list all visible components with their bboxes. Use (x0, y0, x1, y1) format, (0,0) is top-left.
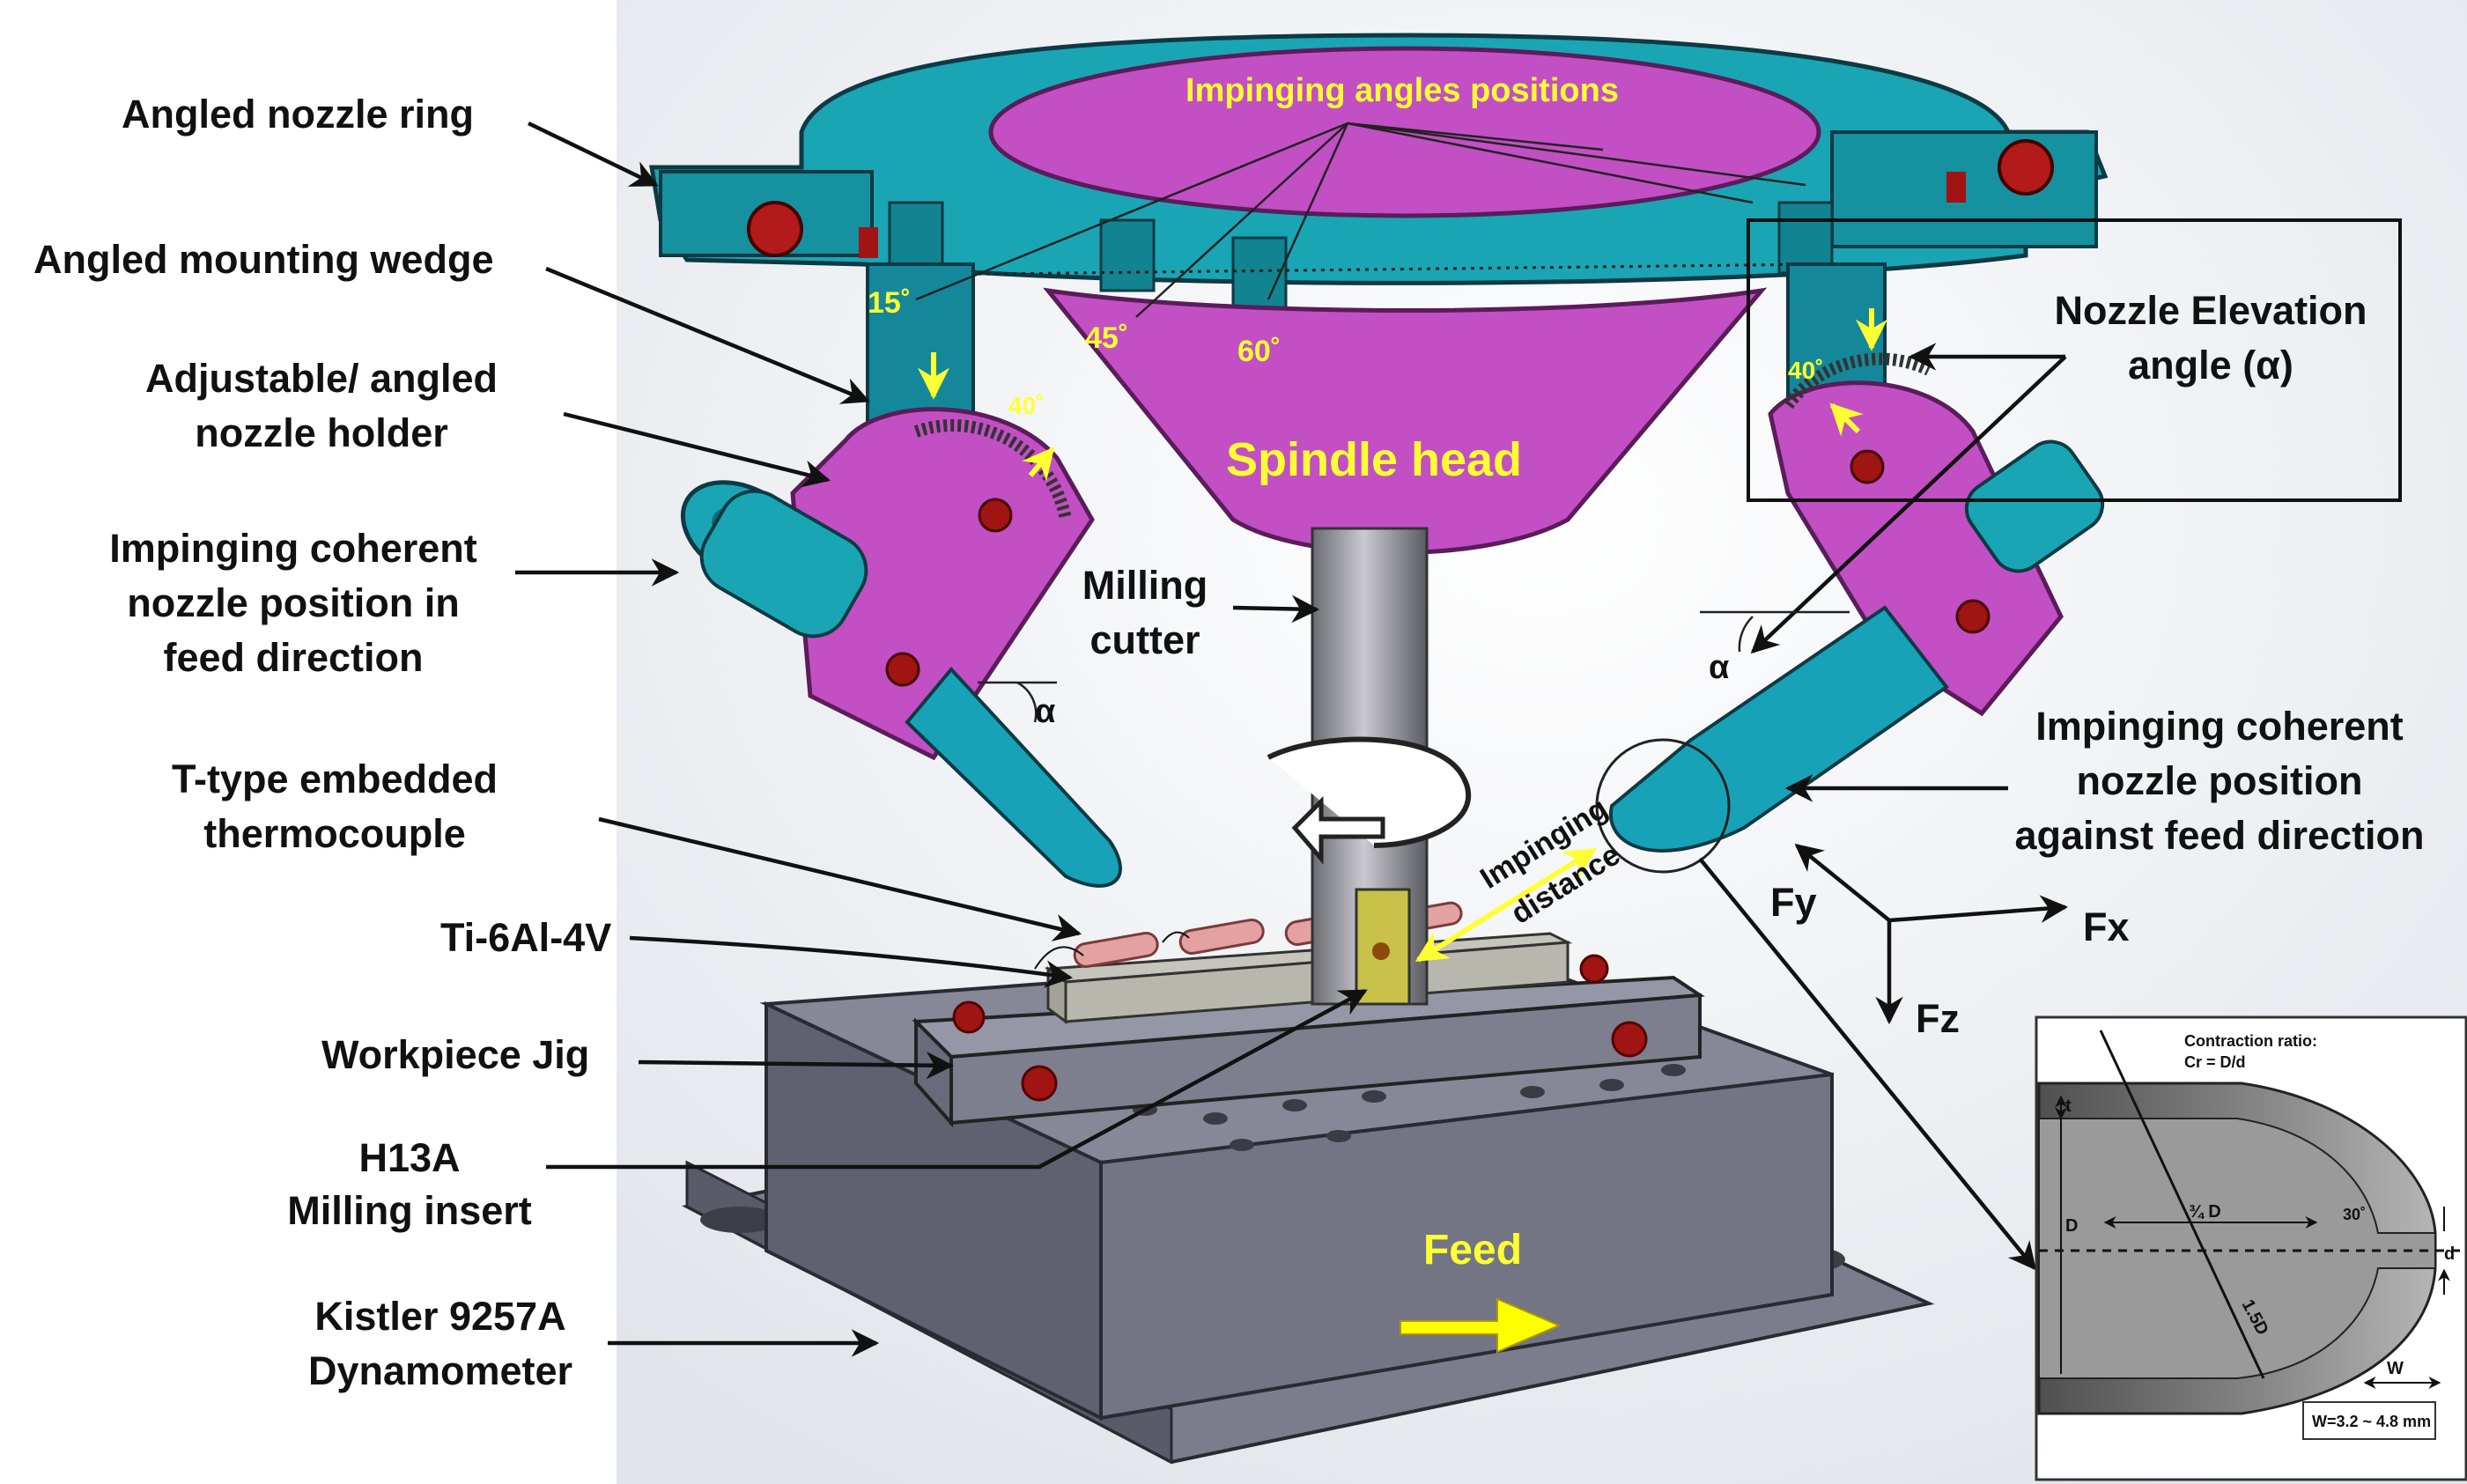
label-adjustable-holder-line1: Adjustable/ angled (145, 356, 498, 401)
rotation-arrow-icon (1291, 795, 1385, 865)
label-force-fx: Fx (2083, 904, 2130, 949)
label-force-fz: Fz (1916, 996, 1960, 1041)
ring-bolt-icon (747, 201, 803, 257)
pointer-lines (515, 121, 2067, 1357)
label-impinging-angles: Impinging angles positions (1185, 72, 1619, 109)
nozzle-tip-highlight (1595, 738, 1731, 874)
label-angle-45: 45˚ (1085, 321, 1128, 355)
workpiece-jig (912, 954, 1705, 1128)
inset-title: Contraction ratio: (2184, 1032, 2317, 1050)
label-feed-nozzle-line1: Impinging coherent (109, 526, 477, 571)
jig-bolt-icon (1579, 954, 1609, 984)
inset-d: d (2444, 1244, 2455, 1264)
holder-bolt-icon (978, 498, 1013, 533)
label-angle-15: 15˚ (868, 286, 911, 320)
jig-bolt-icon (1021, 1065, 1058, 1102)
label-spindle-head: Spindle head (1226, 433, 1522, 486)
label-elevation-line2: angle (α) (2128, 343, 2293, 388)
label-alpha-right: α (1709, 649, 1729, 686)
label-angle-40-right: 40˚ (1788, 357, 1823, 384)
ring-bolt-icon (1998, 139, 2054, 196)
label-angled-nozzle-ring: Angled nozzle ring (122, 92, 474, 137)
inset-t: t (2065, 1096, 2072, 1116)
jig-bolt-icon (1611, 1021, 1648, 1058)
jig-bolt-icon (952, 1000, 986, 1034)
label-milling-cutter-line2: cutter (1089, 617, 1200, 662)
inset-formula: Cr = D/d (2184, 1053, 2246, 1071)
label-insert-line2: Milling insert (287, 1188, 532, 1233)
label-angled-mounting-wedge: Angled mounting wedge (33, 237, 493, 282)
impinging-angle-rays (915, 122, 1806, 318)
label-elevation-line1: Nozzle Elevation (2054, 288, 2367, 333)
label-feed: Feed (1423, 1227, 1522, 1274)
label-dynamometer-line1: Kistler 9257A (314, 1294, 565, 1339)
label-against-feed-line3: against feed direction (2014, 813, 2424, 858)
label-feed-nozzle-line2: nozzle position in (127, 580, 459, 625)
elevation-box (1747, 218, 2402, 502)
label-workpiece-jig: Workpiece Jig (321, 1032, 589, 1077)
inset-W: W (2387, 1359, 2404, 1378)
label-dynamometer-line2: Dynamometer (308, 1348, 572, 1393)
label-workpiece-material: Ti-6Al-4V (440, 915, 611, 960)
inset-D: D (2065, 1216, 2078, 1236)
label-angle-60: 60˚ (1237, 335, 1281, 368)
holder-bolt-icon (1955, 599, 1991, 634)
inset-w-range: W=3.2 ~ 4.8 mm (2312, 1413, 2431, 1430)
label-adjustable-holder-line2: nozzle holder (195, 410, 448, 455)
nozzle-section-inset: Contraction ratio: Cr = D/d t D d ¾ D 30… (2035, 1015, 2467, 1481)
label-milling-cutter-line1: Milling (1082, 563, 1208, 608)
inset-angle: 30˚ (2343, 1206, 2366, 1223)
milling-cutter (1267, 527, 1472, 1006)
holder-bolt-icon (885, 652, 920, 687)
right-nozzle-assembly (1608, 262, 2105, 853)
label-alpha-left: α (1035, 693, 1055, 730)
label-angle-40-left: 40˚ (1008, 392, 1044, 419)
label-force-fy: Fy (1770, 880, 1817, 925)
impinging-distance-arrow (1414, 847, 1598, 963)
force-axes (1794, 844, 2069, 1025)
feed-arrow-icon (1400, 1297, 1562, 1354)
label-against-feed-line2: nozzle position (2077, 758, 2363, 803)
label-feed-nozzle-line3: feed direction (163, 635, 423, 680)
holder-bolt-icon (1850, 449, 1885, 484)
label-thermocouple-line1: T-type embedded (172, 757, 498, 801)
inset-threequarter-D: ¾ D (2189, 1202, 2221, 1222)
left-nozzle-assembly (680, 262, 1122, 888)
label-thermocouple-line2: thermocouple (203, 811, 466, 856)
label-against-feed-line1: Impinging coherent (2035, 704, 2404, 749)
label-insert-line1: H13A (358, 1135, 460, 1180)
